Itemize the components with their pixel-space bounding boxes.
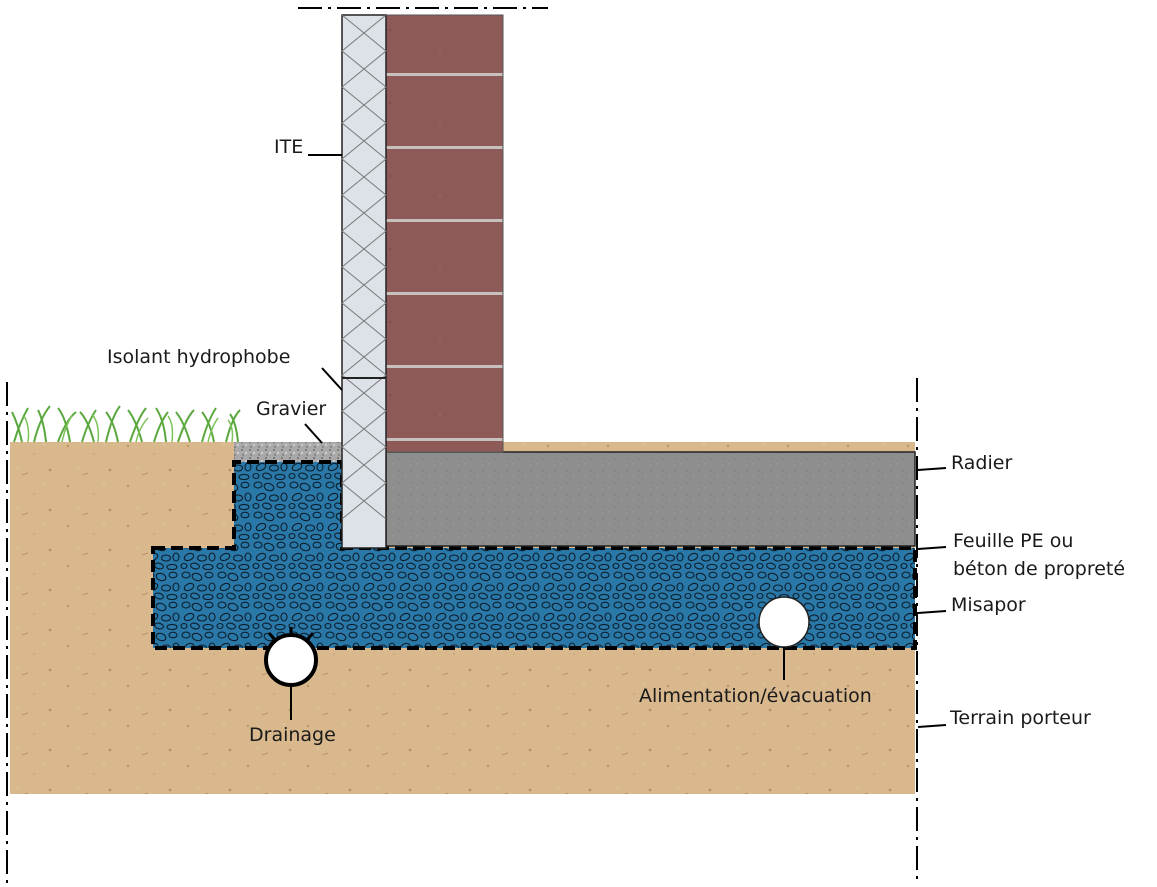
drainage-pipe xyxy=(264,627,318,687)
label-gravier: Gravier xyxy=(256,398,326,420)
brick-wall xyxy=(385,14,504,453)
label-ite: ITE xyxy=(274,136,303,158)
radier-leader xyxy=(917,467,947,471)
label-drainage: Drainage xyxy=(249,724,336,746)
feuille-leader xyxy=(917,546,947,550)
label-isolant-hydrophobe: Isolant hydrophobe xyxy=(107,346,290,368)
gravier-leader xyxy=(304,423,323,444)
label-misapor: Misapor xyxy=(951,594,1026,616)
terrain-leader xyxy=(917,724,947,728)
gravier-layer xyxy=(234,442,342,462)
ite-insulation xyxy=(341,14,387,549)
radier-slab xyxy=(385,451,916,547)
alimentation-pipe xyxy=(758,596,810,648)
grass xyxy=(11,405,241,443)
label-feuille-pe-line2: béton de propreté xyxy=(953,558,1125,580)
label-radier: Radier xyxy=(951,452,1012,474)
label-alimentation: Alimentation/évacuation xyxy=(639,685,872,707)
label-terrain-porteur: Terrain porteur xyxy=(949,707,1091,729)
label-feuille-pe-line1: Feuille PE ou xyxy=(953,530,1073,552)
isolant-leader xyxy=(321,367,343,391)
misapor-leader xyxy=(917,610,947,614)
misapor-upper-pocket xyxy=(234,462,342,550)
